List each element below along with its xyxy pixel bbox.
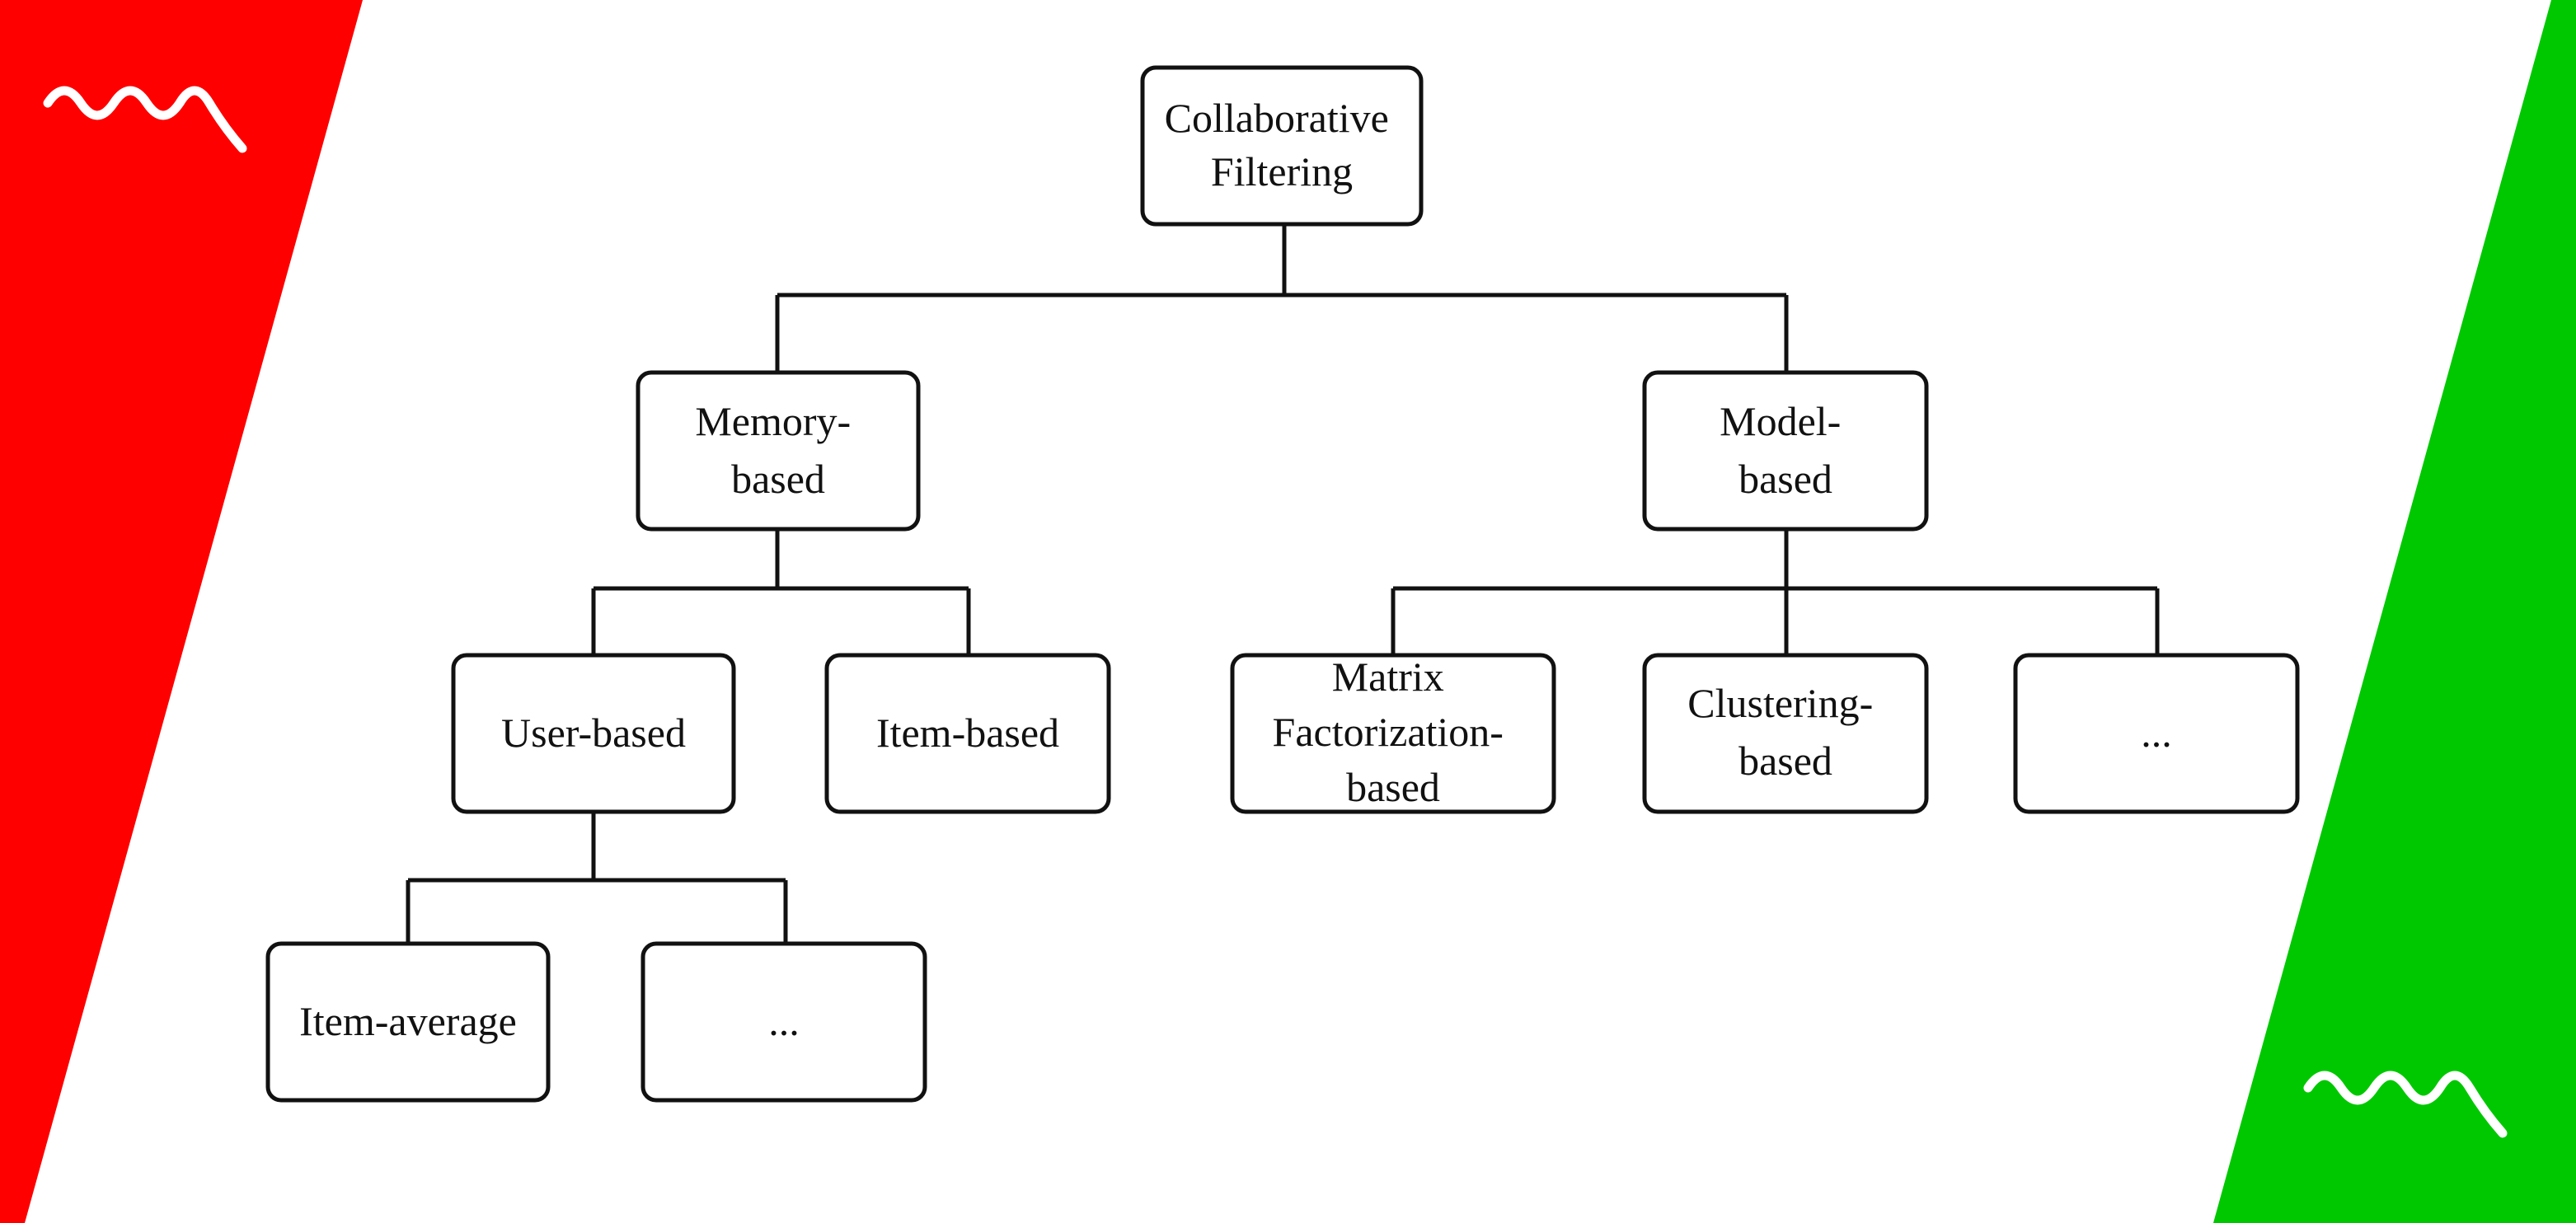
node-label: Clustering- based [1687,680,1883,784]
node-label-line: Collaborative [1165,95,1389,141]
node-label-line: ... [768,998,800,1044]
node-box [451,653,736,814]
node-label: User-based [501,710,686,756]
node-memory-based: Memory- based [636,370,921,532]
node-label: Matrix Factorization- based [1273,654,1514,810]
node-label-line: Filtering [1211,148,1353,194]
node-item-average: Item-average [265,941,551,1103]
node-box [1642,370,1929,532]
node-label-line: Item-based [876,710,1059,756]
node-label-line: Memory- [695,398,851,444]
node-label-line: Clustering- [1687,680,1873,726]
node-user-based: User-based [451,653,736,814]
node-label-line: based [731,456,825,502]
node-box [824,653,1111,814]
node-model-more: ... [2013,653,2300,814]
left-red-band [0,0,363,1223]
node-label: Item-average [299,998,517,1044]
node-label-line: based [1738,738,1832,784]
node-model-based: Model- based [1642,370,1929,532]
node-box [1140,65,1424,227]
node-label: Collaborative Filtering [1165,95,1400,194]
node-box [265,941,551,1103]
node-box [2013,653,2300,814]
node-collaborative-filtering: Collaborative Filtering [1140,65,1424,227]
node-label-line: Matrix [1332,654,1444,700]
node-user-more: ... [640,941,927,1103]
node-box [640,941,927,1103]
node-label: Memory- based [695,398,861,502]
wave-logo-icon [2303,1071,2508,1138]
node-label-line: based [1738,456,1832,502]
node-box [1230,653,1556,814]
node-label-line: based [1346,764,1440,810]
wave-logo-icon [43,86,247,153]
node-clustering-based: Clustering- based [1642,653,1929,814]
node-label: ... [768,998,800,1044]
node-label: ... [2141,710,2172,756]
node-box [1642,653,1929,814]
right-green-band [2213,0,2576,1223]
node-box [636,370,921,532]
node-label-line: Model- [1720,398,1841,444]
node-label-line: Factorization- [1273,709,1504,755]
node-matrix-factorization-based: Matrix Factorization- based [1230,653,1556,814]
node-label: Item-based [876,710,1059,756]
node-item-based: Item-based [824,653,1111,814]
node-label-line: ... [2141,710,2172,756]
diagram-edges [406,224,2160,944]
node-label-line: User-based [501,710,686,756]
node-label-line: Item-average [299,998,517,1044]
node-label: Model- based [1720,398,1851,502]
